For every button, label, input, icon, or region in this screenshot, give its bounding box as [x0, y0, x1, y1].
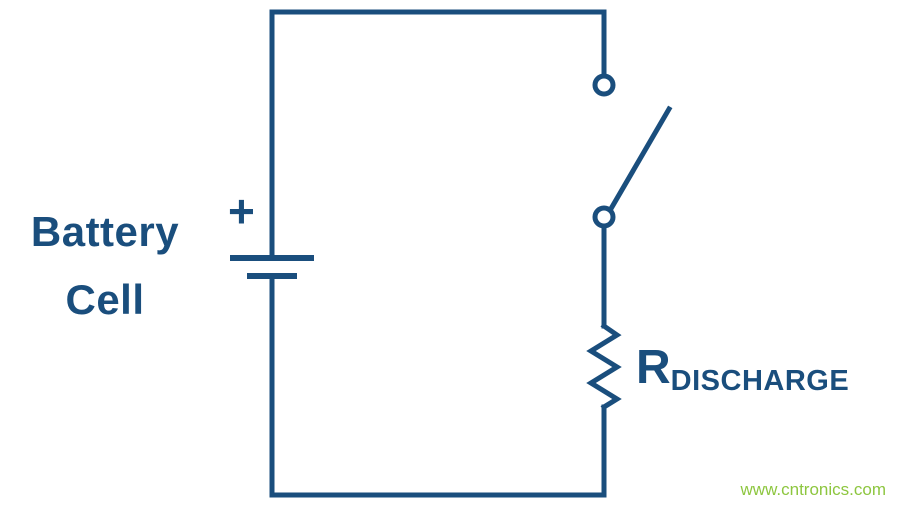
resistor-label-subscript: DISCHARGE [670, 365, 850, 397]
wire-top-loop [269, 9, 607, 257]
battery-label: Battery Cell [0, 198, 210, 334]
switch-terminal-bottom-icon [592, 205, 616, 229]
circuit-graphics [230, 9, 673, 498]
resistor-zigzag-icon [586, 322, 622, 411]
battery-label-line1: Battery [30, 208, 180, 255]
resistor-label-main: R [636, 341, 671, 394]
battery-label-line2: Cell [65, 276, 145, 323]
resistor-label: RDISCHARGE [636, 344, 849, 405]
battery-polarity-plus: + [228, 185, 255, 237]
switch-terminal-top-icon [592, 73, 616, 97]
switch-blade-icon [608, 105, 673, 211]
wire-bottom-loop [269, 277, 607, 498]
watermark-text: www.cntronics.com [740, 480, 886, 499]
